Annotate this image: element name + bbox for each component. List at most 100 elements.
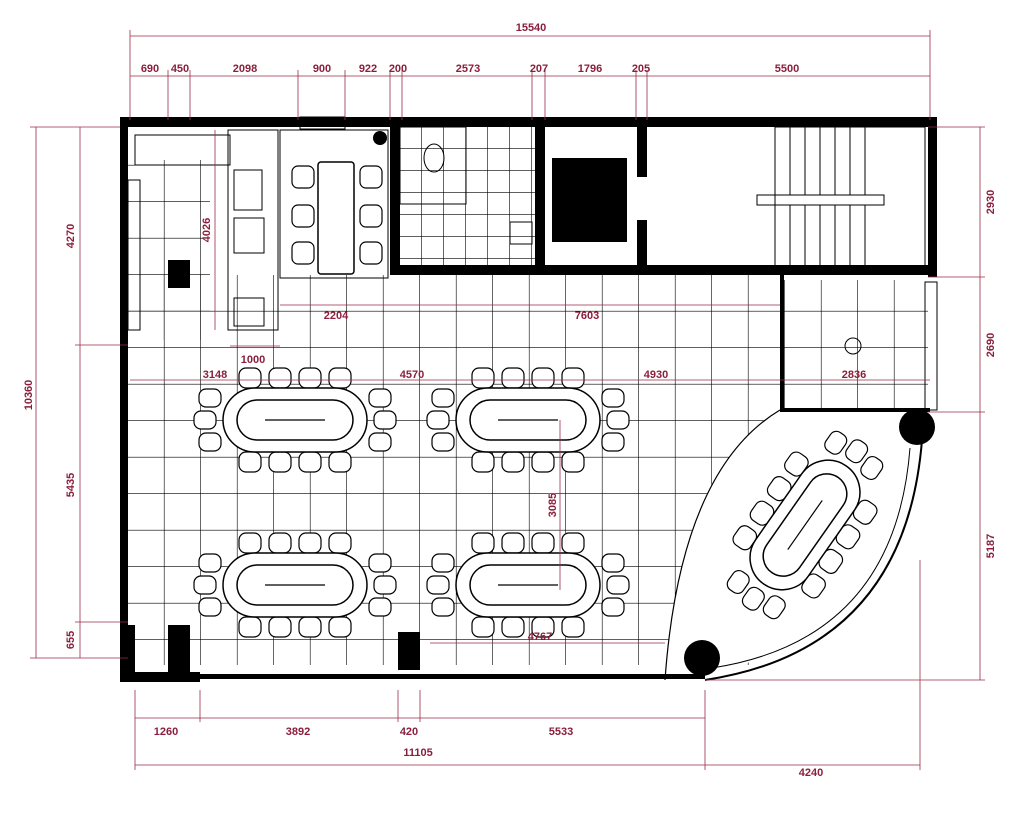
right-dim: 5187 [985,534,997,558]
chair [268,451,292,473]
conference-table [726,430,884,620]
bottom-total-dim: 11105 [403,747,432,759]
kitchen-tiles [128,160,210,340]
chair [431,432,455,452]
chair [193,575,217,595]
chair [431,597,455,617]
chair [198,388,222,408]
chair [762,595,786,620]
bathroom-tiles [400,127,535,267]
chair [373,410,397,430]
floor-drain-icon [844,337,862,355]
top-dim: 450 [171,63,189,75]
interior-dim: 1000 [241,354,265,366]
chair [328,532,352,554]
bottom-dim: 5533 [549,726,573,738]
chair [561,532,585,554]
left-dim: 5435 [65,473,77,497]
tables [193,367,884,638]
table-center-line [787,500,823,550]
bottom-dim: 1260 [154,726,178,738]
chair [860,455,884,481]
conference-table [193,367,397,473]
chair [328,616,352,638]
bottom-dim: 3892 [286,726,310,738]
right-dim: 2930 [985,190,997,214]
bottom-dim: 420 [400,726,418,738]
chair [601,432,625,452]
chair [238,367,262,389]
staircase [756,126,926,268]
chair [373,575,397,595]
conference-table [426,367,630,473]
interior-dim: 7603 [575,310,599,322]
interior-dim: 4026 [201,218,213,242]
chair [471,367,495,389]
chair [298,451,322,473]
chair [471,616,495,638]
chair [368,597,392,617]
interior-dim: 4570 [400,369,424,381]
top-dim: 207 [530,63,548,75]
chair [268,532,292,554]
chair [501,367,525,389]
top-dim: 205 [632,63,650,75]
left-dim: 10360 [23,380,35,411]
chair [328,451,352,473]
left-dim: 4270 [65,224,77,248]
chair [471,532,495,554]
chair [741,586,765,611]
conference-table [193,532,397,638]
chair [431,553,455,573]
bathroom [399,126,533,245]
kitchen [127,129,279,331]
chair [601,388,625,408]
chair [824,430,848,455]
top-dim: 900 [313,63,331,75]
right-dim: 2690 [985,333,997,357]
chair [501,532,525,554]
chair [268,616,292,638]
dimension-lines [30,30,985,770]
walls [120,116,938,682]
chair [368,388,392,408]
top-dim: 200 [389,63,407,75]
interior-dim: 4930 [644,369,668,381]
chair [198,553,222,573]
top-dim: 2098 [233,63,257,75]
chair [268,367,292,389]
overall-width-label: 15540 [516,22,547,34]
chair [431,388,455,408]
chair [726,569,750,595]
chair [501,616,525,638]
interior-dim: 2204 [324,310,349,322]
top-dim: 690 [141,63,159,75]
chair [501,451,525,473]
chair [601,597,625,617]
chair [328,367,352,389]
chair [561,451,585,473]
chair [601,553,625,573]
chair [193,410,217,430]
chair [298,367,322,389]
chair [426,410,450,430]
chair [845,439,869,464]
chair [471,451,495,473]
chair [298,616,322,638]
conference-table [426,532,630,638]
left-dim: 655 [65,631,77,649]
meeting-room [279,129,389,279]
chair [298,532,322,554]
interior-dim: 3085 [547,493,559,517]
interior-dim: 2836 [842,369,866,381]
top-dim: 2573 [456,63,480,75]
chair [368,553,392,573]
balcony-tiles [782,280,928,410]
chair [561,616,585,638]
interior-dim: 3148 [203,369,227,381]
chair [368,432,392,452]
chair [606,575,630,595]
top-dim: 5500 [775,63,799,75]
bottom-curve-dim: 4240 [799,767,823,779]
